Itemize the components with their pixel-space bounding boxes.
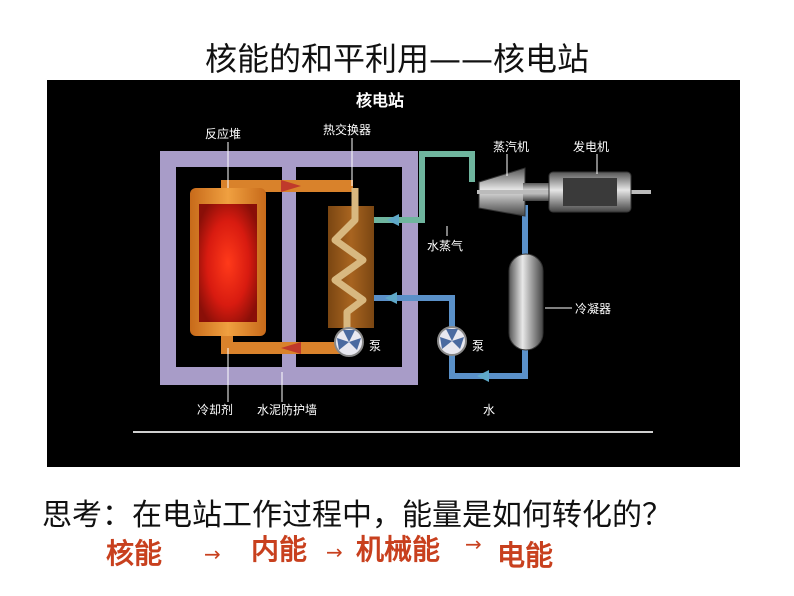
label-heat-exchanger: 热交换器: [323, 122, 371, 137]
label-pump-primary: 泵: [369, 339, 381, 353]
label-generator: 发电机: [573, 139, 609, 154]
flow-arrow: [281, 342, 301, 354]
question-text: 思考：在电站工作过程中，能量是如何转化的？: [42, 498, 672, 533]
label-turbine: 蒸汽机: [493, 139, 529, 154]
label-condenser: 冷凝器: [575, 301, 611, 316]
nuclear-plant-diagram: 核电站: [47, 80, 740, 467]
feedwater-pipe: [374, 295, 528, 379]
chain-step-electric: 电能: [497, 539, 554, 572]
condenser: [508, 253, 544, 351]
label-pump-secondary: 泵: [472, 339, 484, 353]
chain-arrow: →: [326, 540, 343, 564]
flow-arrow: [477, 370, 489, 382]
page-title: 核能的和平利用——核电站: [204, 40, 589, 78]
label-wall: 水泥防护墙: [257, 402, 317, 417]
chain-arrow: →: [465, 532, 482, 556]
pump-secondary: [437, 326, 467, 356]
heat-exchanger-coil: [331, 188, 367, 328]
pump-primary: [334, 327, 364, 357]
flow-arrow: [281, 180, 301, 192]
chain-arrow: →: [204, 542, 221, 566]
label-coolant: 冷却剂: [197, 402, 233, 417]
chain-step-internal: 内能: [251, 533, 308, 566]
steam-pipe: [374, 151, 475, 223]
flow-arrow: [385, 292, 397, 304]
label-steam: 水蒸气: [427, 238, 463, 253]
protective-wall: [160, 151, 418, 385]
diagram-heading: 核电站: [356, 91, 404, 110]
chain-step-mechanical: 机械能: [356, 533, 441, 566]
chain-step-nuclear: 核能: [106, 537, 163, 570]
diagram-svg: 核电站: [133, 91, 653, 433]
label-water: 水: [483, 403, 495, 417]
reactor-core: [199, 204, 257, 322]
label-reactor: 反应堆: [205, 126, 241, 141]
flow-arrow: [387, 214, 399, 226]
